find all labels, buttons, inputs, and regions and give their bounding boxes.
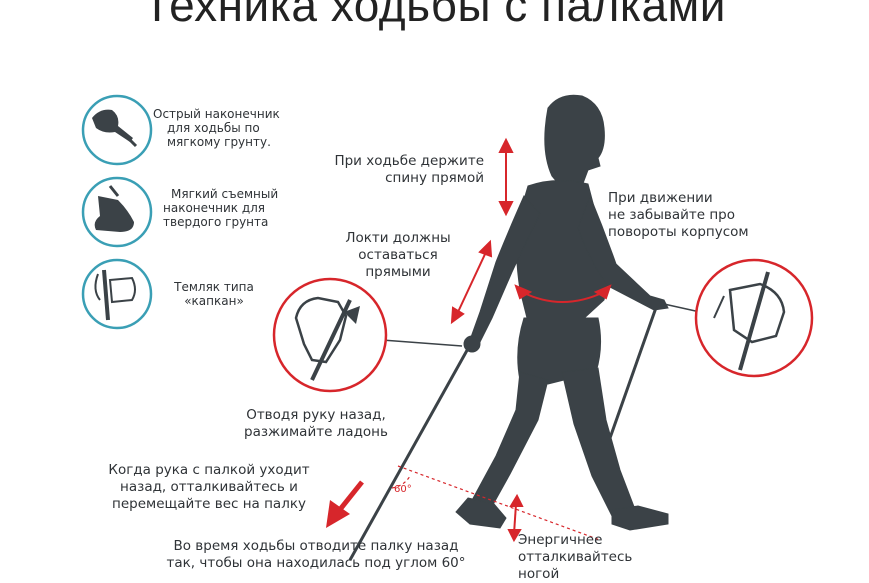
- tip-palm: Отводя руку назад, разжимайте ладонь: [244, 407, 388, 440]
- rotation-arrow: [514, 284, 612, 303]
- angle-label: 60°: [394, 484, 412, 495]
- angle-guide: [391, 465, 601, 541]
- tip-elbows: Локти должны оставаться прямыми: [345, 230, 451, 280]
- push-arrow: [326, 480, 364, 528]
- palm-callout: [272, 277, 463, 393]
- grip-callout: [663, 258, 814, 378]
- sharp-tip-label: Острый наконечник для ходьбы по мягкому …: [153, 107, 280, 149]
- sharp-tip-icon: [81, 94, 153, 166]
- strap-label: Темляк типа «капкан»: [174, 280, 254, 308]
- back-vertical-arrow: [498, 137, 514, 217]
- strap-icon: [81, 258, 153, 330]
- leg-arrow: [507, 493, 524, 543]
- walker-silhouette: [455, 94, 669, 531]
- tip-push: Когда рука с палкой уходит назад, отталк…: [108, 462, 310, 512]
- elbow-arrow: [450, 239, 493, 325]
- page-title: Техника ходьбы с палками: [143, 0, 726, 31]
- tip-rotate: При движении не забывайте про повороты к…: [608, 190, 749, 240]
- rubber-tip-label: Мягкий съемный наконечник для твердого г…: [163, 187, 279, 229]
- tip-back: При ходьбе держите спину прямой: [334, 153, 484, 186]
- tip-angle: Во время ходьбы отводите палку назад так…: [166, 538, 466, 571]
- rubber-tip-icon: [81, 176, 153, 248]
- tip-legs: Энергичнее отталкивайтесь ногой: [518, 532, 633, 582]
